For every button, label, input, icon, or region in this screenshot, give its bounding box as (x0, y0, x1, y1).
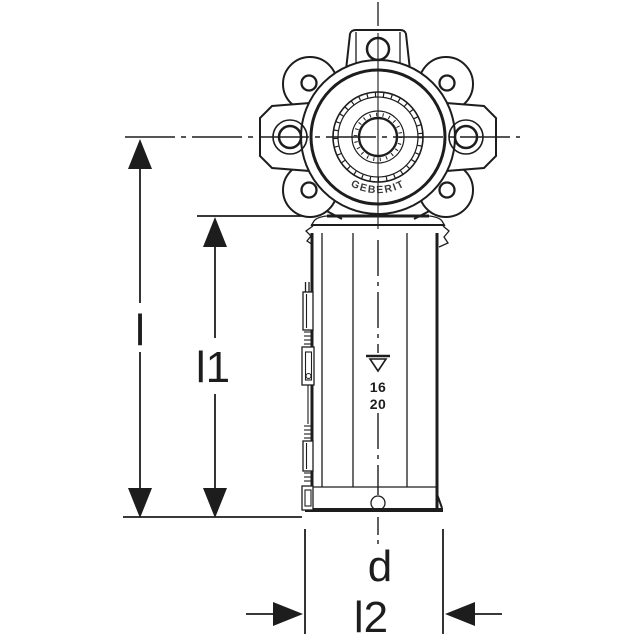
dim-label-l2: l2 (354, 593, 388, 640)
clip-profile (301, 282, 315, 511)
centerlines (125, 2, 520, 548)
clip-segment-d (301, 485, 314, 511)
clip-pin (305, 372, 312, 380)
dim-label-l1: l1 (196, 343, 230, 392)
dim-label-d: d (368, 542, 392, 591)
arrowhead-l1-up-icon (203, 217, 227, 247)
clip-segment-b (301, 346, 315, 386)
depth-mark-16: 16 (370, 379, 387, 395)
depth-mark-triangle-icon (368, 358, 388, 373)
insertion-depth-stamp: 16 20 (366, 354, 390, 412)
dimension-l2: d l2 (246, 529, 502, 640)
screw-hole-lower-left (300, 181, 318, 199)
dimension-l: l (128, 139, 152, 518)
screw-hole-upper-left (300, 74, 318, 92)
arrowhead-l-down-icon (128, 488, 152, 518)
cap-shoulder-right (428, 215, 446, 227)
arrowhead-l2-right-icon (445, 602, 475, 626)
cap-shoulder-left (310, 215, 328, 227)
clip-hatch-1 (304, 331, 311, 345)
body-sleeve (304, 205, 450, 512)
weep-hole (370, 495, 386, 511)
dim-label-l: l (135, 306, 145, 355)
screw-hole-lower-right (438, 181, 456, 199)
cap-notch-right (438, 225, 450, 248)
brand-textpath: GEBERIT (349, 178, 406, 197)
arrowhead-l2-left-icon (273, 602, 303, 626)
screw-hole-upper-right (438, 74, 456, 92)
brand-text: GEBERIT (349, 178, 407, 197)
depth-mark-20: 20 (370, 396, 387, 412)
clip-segment-a (302, 291, 314, 331)
clip-segment-c (302, 440, 314, 472)
clip-hatch-2 (304, 425, 311, 439)
arrowhead-l-up-icon (128, 139, 152, 169)
bottom-chamfer-right (436, 493, 443, 509)
clip-hatch-3 (304, 472, 311, 482)
arrowhead-l1-down-icon (203, 488, 227, 518)
dimension-l1: l1 (123, 215, 303, 518)
